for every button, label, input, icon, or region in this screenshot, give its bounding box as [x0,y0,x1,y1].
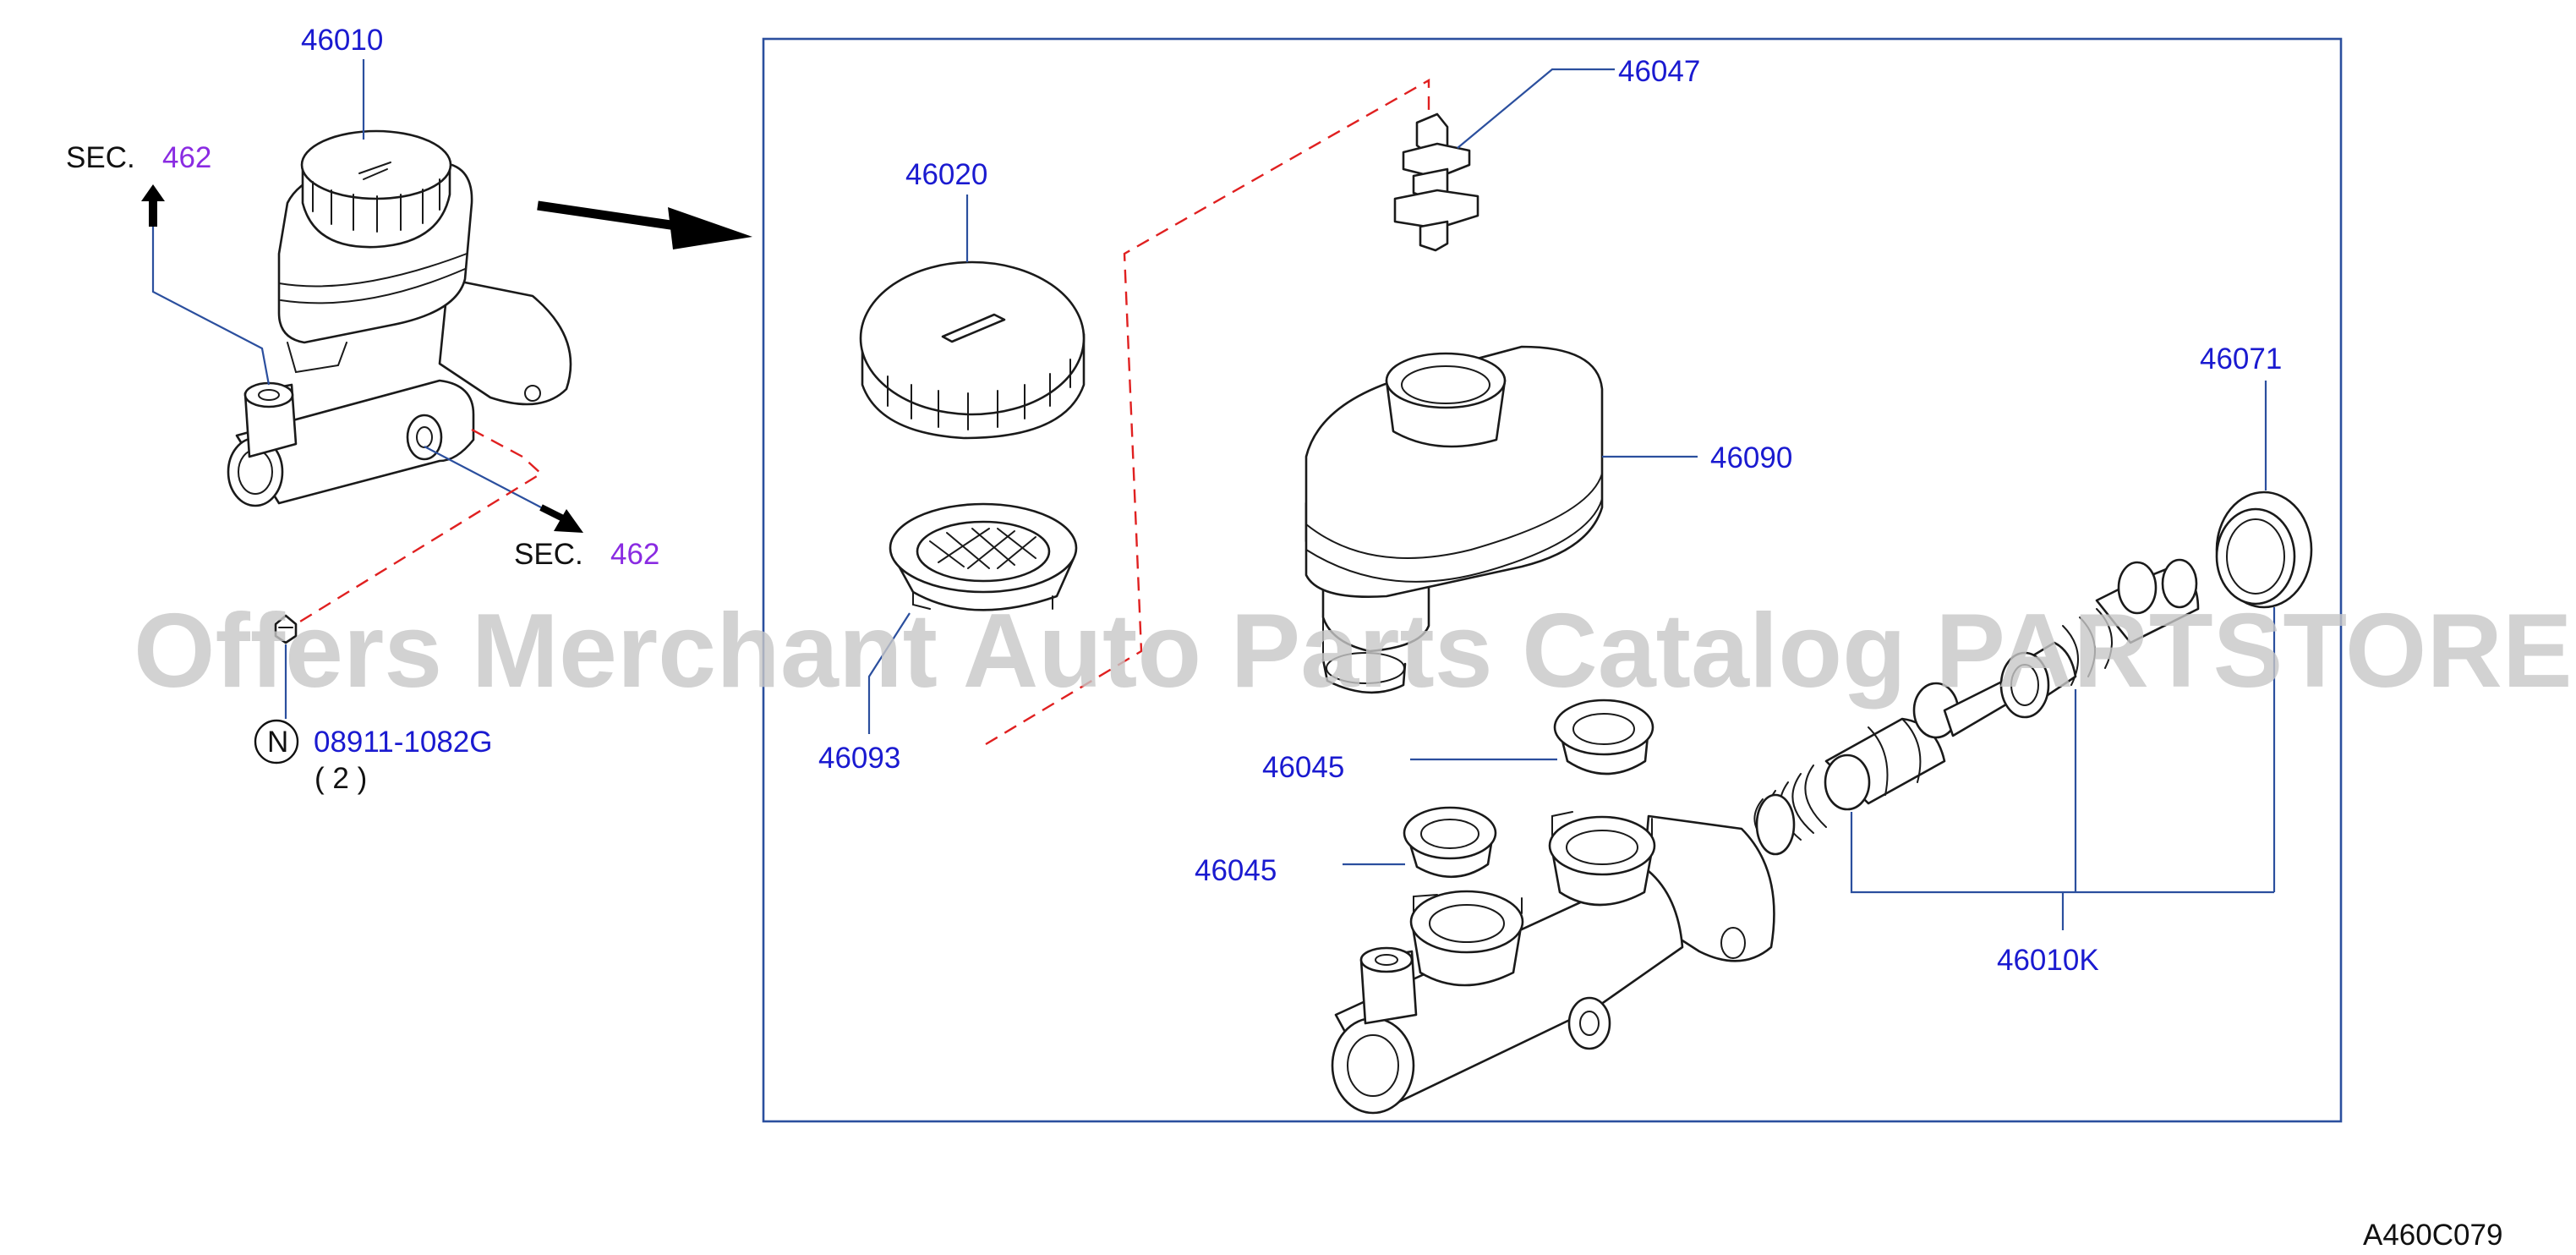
part-46045-grommet-upper[interactable] [1553,699,1654,775]
callout-46010k: 46010K [1997,944,2099,977]
callout-46071: 46071 [2200,343,2282,375]
callout-46047: 46047 [1618,55,1700,88]
section-ref-lower[interactable]: SEC. 462 [514,538,659,571]
bolt-marker-n [254,719,299,765]
arrow-down-right-icon [554,509,583,533]
assembled-master-cylinder[interactable] [227,129,572,507]
callout-46090: 46090 [1710,441,1792,474]
section-prefix-lower: SEC. [514,538,583,571]
part-46020-reservoir-cap[interactable] [859,260,1086,440]
section-ref-upper[interactable]: SEC. 462 [66,141,211,174]
bolt-marker-text: N [267,726,288,759]
section-number-upper[interactable]: 462 [162,141,211,174]
part-46090-reservoir-tank[interactable] [1304,345,1604,694]
part-46047-fitting[interactable] [1393,112,1479,252]
exploded-view-frame [762,37,2343,1123]
callout-46045-lower: 46045 [1195,854,1277,887]
section-number-lower[interactable]: 462 [610,538,659,571]
callout-46093: 46093 [818,742,900,775]
section-prefix-upper: SEC. [66,141,135,174]
part-46045-grommet-lower[interactable] [1403,806,1497,879]
watermark: Offers Merchant Auto Parts Catalog PARTS… [134,593,2576,710]
arrow-up-icon [141,184,165,227]
callout-bolt-08911-1082g: 08911-1082G [314,726,492,759]
callout-46045-upper: 46045 [1262,751,1344,784]
callout-46020: 46020 [905,158,987,191]
bolt-quantity: ( 2 ) [314,762,367,795]
part-46010k-piston-kit[interactable] [1753,558,2200,856]
direction-arrow [537,200,752,249]
part-46093-strainer[interactable] [889,502,1078,611]
part-46071-boot[interactable] [2215,490,2313,609]
bolt-08911-1082g[interactable] [274,614,298,644]
callout-46010: 46010 [301,24,383,57]
part-cylinder-body[interactable] [1331,811,1775,1115]
figure-code: A460C079 [2363,1219,2502,1252]
